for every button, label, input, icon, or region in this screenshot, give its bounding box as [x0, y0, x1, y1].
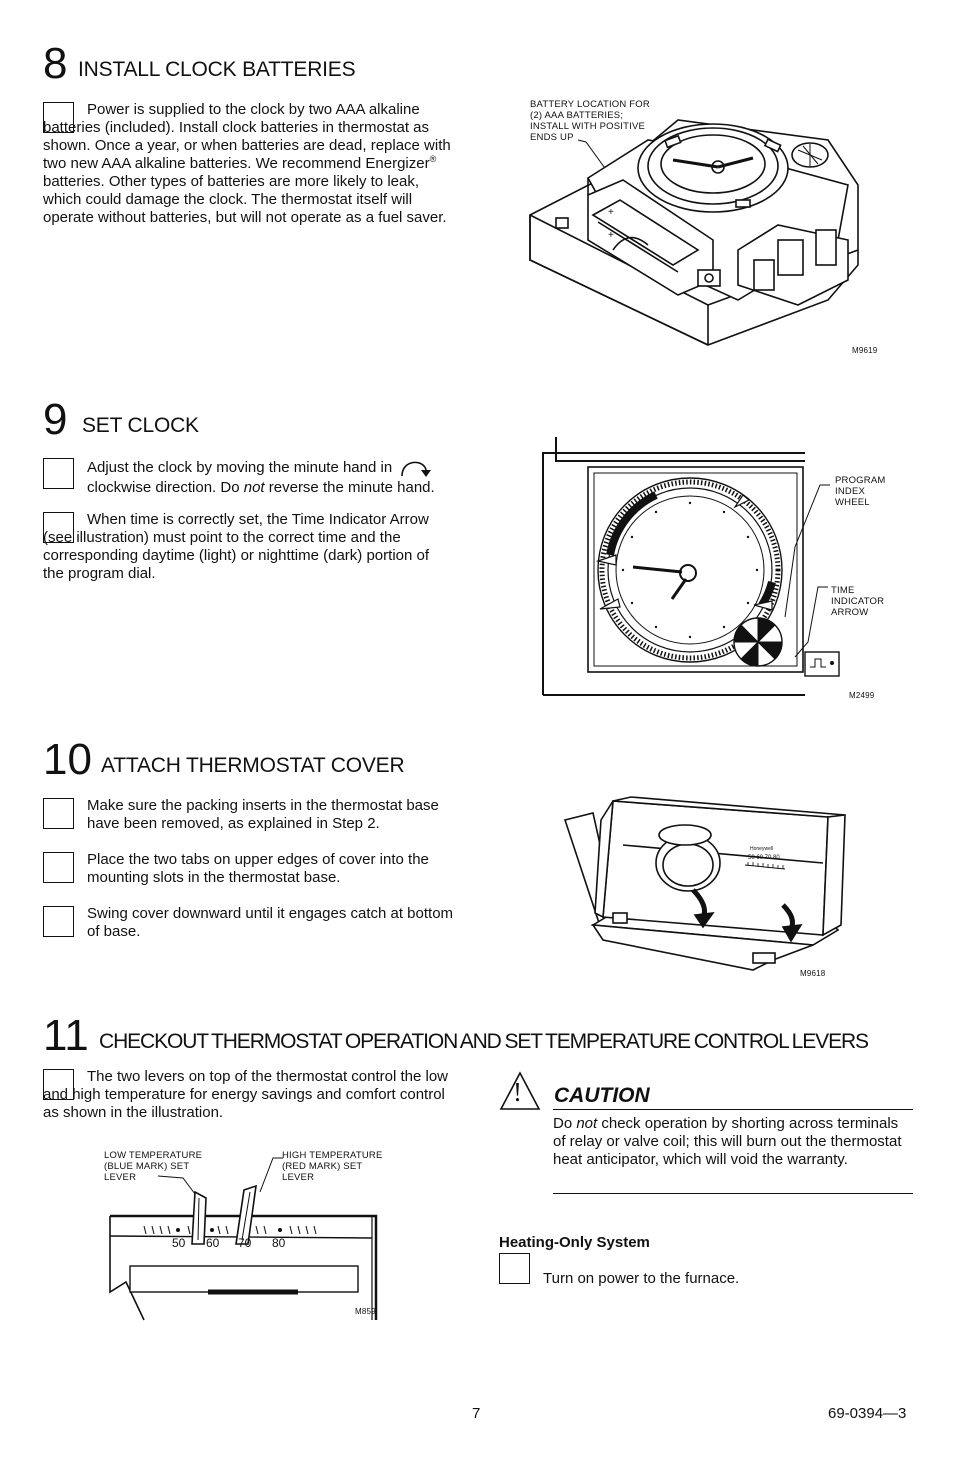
registered-mark: ® [429, 154, 437, 164]
thermostat-cover-illustration [563, 796, 846, 971]
svg-text:+: + [608, 230, 614, 241]
warning-triangle-icon [499, 1071, 541, 1110]
heating-only-step: Turn on power to the furnace. [543, 1270, 740, 1287]
caution-bottom-rule [553, 1193, 913, 1194]
scale-label-70: 70 [238, 1236, 252, 1250]
high-temp-lever-label: HIGH TEMPERATURE (RED MARK) SET LEVER [282, 1150, 383, 1183]
emphasis-not: not [576, 1115, 598, 1132]
page-number: 7 [472, 1405, 481, 1422]
step-title-checkout: CHECKOUT THERMOSTAT OPERATION AND SET TE… [99, 1030, 869, 1053]
caution-top-rule [553, 1109, 913, 1110]
warning-exclamation: ! [513, 1077, 522, 1107]
place-tabs-paragraph: Place the two tabs on upper edges of cov… [87, 851, 429, 886]
step-checkbox[interactable] [43, 1069, 74, 1100]
battery-location-label: BATTERY LOCATION FOR (2) AAA BATTERIES; … [530, 99, 650, 143]
battery-paragraph: Power is supplied to the clock by two AA… [43, 101, 453, 227]
step-checkbox[interactable] [43, 102, 74, 133]
scale-label-60: 60 [206, 1236, 220, 1250]
step-title-attach-cover: ATTACH THERMOSTAT COVER [101, 754, 405, 777]
cover-scale-text: 50 60 70 80 [748, 855, 780, 861]
heating-only-heading: Heating-Only System [499, 1234, 650, 1251]
step-title-install-clock-batteries: INSTALL CLOCK BATTERIES [78, 58, 356, 81]
step-checkbox[interactable] [43, 798, 74, 829]
levers-paragraph: The two levers on top of the thermostat … [43, 1068, 449, 1121]
packing-inserts-paragraph: Make sure the packing inserts in the the… [87, 797, 439, 832]
step-checkbox[interactable] [43, 852, 74, 883]
caution-text-a: Do [553, 1115, 577, 1132]
adjust-clock-text-a: Adjust the clock by moving the minute ha… [87, 458, 393, 476]
figure-id-m9618: M9618 [800, 969, 826, 978]
adjust-clock-text-c: reverse the minute hand. [264, 479, 435, 496]
cover-brand-text: Honeywell [750, 846, 774, 852]
clockwise-arrow-icon [401, 461, 432, 477]
scale-label-80: 80 [272, 1236, 286, 1250]
scale-label-50: 50 [172, 1236, 186, 1250]
time-indicator-paragraph: When time is correctly set, the Time Ind… [43, 511, 430, 582]
step-number-8: 8 [43, 39, 68, 88]
step-number-11: 11 [43, 1011, 89, 1060]
step-checkbox[interactable] [43, 458, 74, 489]
svg-text:+: + [608, 207, 614, 218]
adjust-clock-text-b: clockwise direction. Do [87, 479, 244, 496]
battery-text-a: Power is supplied to the clock by two AA… [43, 101, 451, 172]
step-number-10: 10 [43, 735, 92, 784]
caution-title: CAUTION [554, 1084, 650, 1107]
figure-id-m2499: M2499 [849, 691, 875, 700]
figure-id-m859: M859 [355, 1307, 376, 1316]
figure-id-m9619: M9619 [852, 346, 878, 355]
low-temp-lever-label: LOW TEMPERATURE (BLUE MARK) SET LEVER [104, 1150, 203, 1183]
emphasis-not: not [243, 479, 265, 496]
time-indicator-arrow-label: TIME INDICATOR ARROW [831, 585, 885, 618]
step-title-set-clock: SET CLOCK [82, 414, 199, 437]
step-number-9: 9 [43, 395, 68, 444]
step-checkbox[interactable] [499, 1253, 530, 1284]
battery-compartment-illustration: + + [529, 119, 859, 346]
program-dial-illustration [542, 437, 840, 696]
battery-text-b: batteries. Other types of batteries are … [43, 173, 447, 226]
program-index-wheel-label: PROGRAM INDEX WHEEL [835, 475, 886, 508]
swing-cover-paragraph: Swing cover downward until it engages ca… [87, 905, 454, 940]
temperature-levers-illustration [109, 1157, 378, 1321]
document-number: 69-0394—3 [828, 1405, 907, 1422]
step-checkbox[interactable] [43, 906, 74, 937]
step-checkbox[interactable] [43, 512, 74, 543]
adjust-clock-paragraph: Adjust the clock by moving the minute ha… [87, 457, 457, 497]
caution-text: Do not check operation by shorting acros… [553, 1115, 913, 1169]
caution-text-b: check operation by shorting across termi… [553, 1115, 902, 1168]
